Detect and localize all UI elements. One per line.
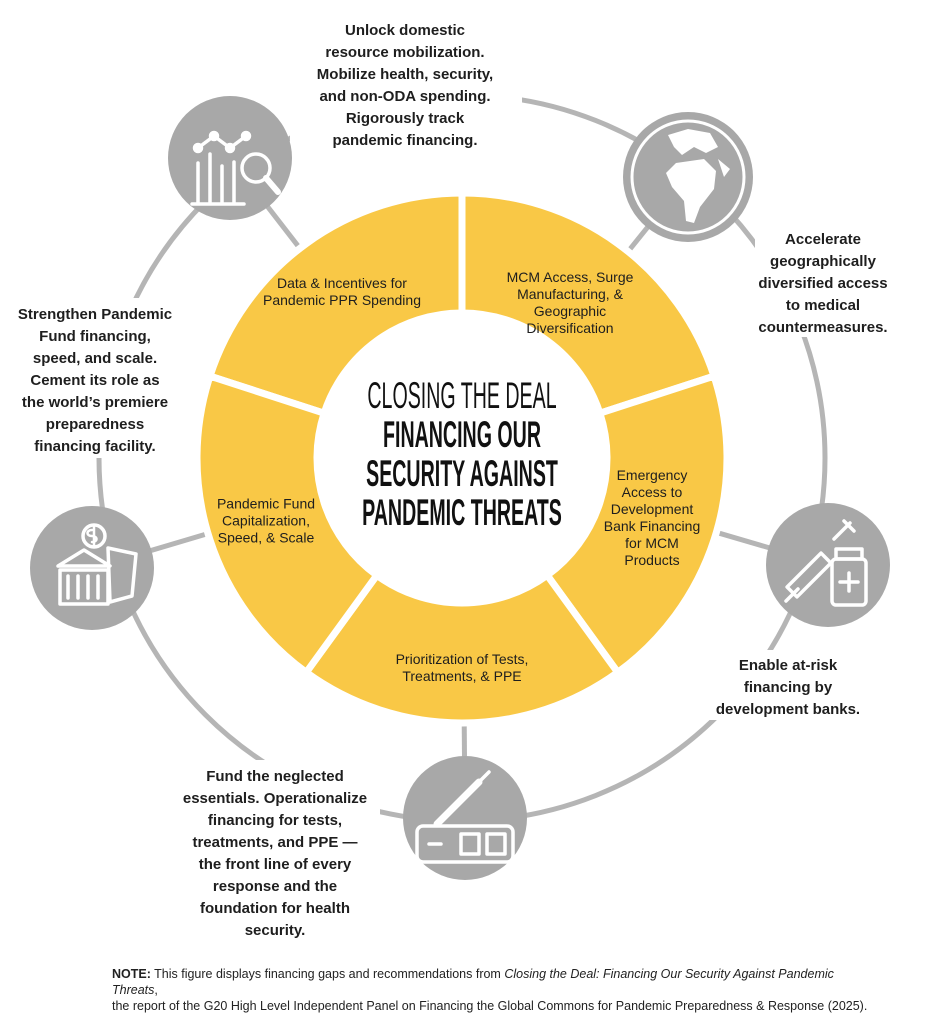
recommendation-line: Rigorously track	[345, 110, 465, 127]
note-label: NOTE:	[112, 967, 151, 981]
segment-mcm-access	[458, 189, 719, 418]
segment-prioritization	[301, 570, 623, 727]
segment-emergency-access	[542, 371, 731, 678]
segment-label-line: Capitalization, Speed, & Scale	[217, 512, 315, 546]
title-line-1: CLOSING THE DEAL	[367, 375, 557, 416]
segment-data-incentives	[205, 189, 466, 418]
segment-label-line: Data & Incentives for	[277, 275, 407, 291]
recommendation-top: Unlock domestic resource mobilization. Mob…	[317, 20, 493, 152]
segment-label-line: Development Bank Financing	[603, 501, 701, 534]
note-line-1: NOTE: This figure displays financing gap…	[112, 966, 872, 998]
segment-label-line: Diversification	[526, 320, 614, 336]
recommendation-line: Accelerate	[785, 231, 861, 248]
segment-label-line: Pandemic PPR Spending	[263, 292, 421, 308]
segment-label-pandemic-fund: Pandemic Fund Capitalization, Speed, & S…	[209, 496, 324, 547]
segment-label-line: MCM Access, Surge	[506, 269, 634, 285]
recommendation-line: Strengthen Pandemic	[17, 306, 173, 323]
recommendation-line: security.	[244, 922, 306, 939]
segment-pandemic-fund	[193, 371, 382, 678]
segment-label-prioritization: Prioritization of Tests, Treatments, & P…	[352, 651, 572, 685]
recommendation-line: Fund the neglected	[206, 768, 344, 785]
recommendation-line: treatments, and PPE —	[192, 834, 358, 851]
recommendation-bottom: Fund the neglected essentials. Operationa…	[183, 766, 367, 942]
recommendation-line: development banks.	[715, 701, 861, 718]
footnote: NOTE: This figure displays financing gap…	[112, 966, 872, 1014]
segment-label-emergency-access: Emergency Access to Development Bank Fin…	[596, 467, 708, 569]
recommendation-line: financing for tests,	[207, 812, 343, 829]
syringe-vial-icon	[766, 503, 890, 627]
recommendation-line: and non-ODA spending.	[319, 88, 491, 105]
segment-label-line: Prioritization of Tests,	[395, 651, 529, 667]
segment-label-line: Manufacturing, & Geographic	[517, 286, 623, 319]
recommendation-line: preparedness	[45, 416, 145, 433]
segment-label-mcm-access: MCM Access, Surge Manufacturing, & Geogr…	[495, 269, 645, 337]
segment-label-line: Pandemic Fund	[216, 495, 316, 512]
note-report-title: Closing the Deal: Financing Our Security…	[112, 967, 834, 997]
recommendation-line: Cement its role as	[30, 372, 160, 389]
recommendation-line: resource mobilization.	[325, 44, 485, 61]
note-text-1: This figure displays financing gaps and …	[150, 967, 505, 981]
note-text-2: ,	[154, 983, 158, 997]
center-title: CLOSING THE DEAL FINANCING OUR SECURITY …	[262, 376, 662, 532]
recommendation-line: countermeasures.	[758, 319, 888, 336]
recommendation-line: essentials. Operationalize	[182, 790, 368, 807]
yellow-segment-ring	[193, 189, 731, 727]
chart-magnifier-icon	[168, 96, 292, 220]
recommendation-right: Accelerate geographically diversified acce…	[758, 229, 887, 339]
recommendation-line: pandemic financing.	[332, 132, 478, 149]
recommendation-line: Enable at-risk	[738, 657, 838, 674]
recommendation-line: financing by	[743, 679, 833, 696]
recommendation-line: to medical	[785, 297, 861, 314]
recommendation-line: Unlock domestic	[344, 22, 466, 39]
test-strip-dropper-icon	[403, 756, 527, 880]
title-line-2: FINANCING OUR	[383, 414, 541, 455]
recommendation-line: response and the	[212, 878, 338, 895]
title-line-3: SECURITY AGAINST	[366, 453, 558, 494]
segment-label-data-incentives: Data & Incentives for Pandemic PPR Spend…	[252, 275, 432, 309]
recommendation-line: geographically	[770, 253, 876, 270]
recommendation-line: diversified access	[758, 275, 888, 292]
recommendation-line: Mobilize health, security,	[316, 66, 494, 83]
segment-label-line: Emergency Access to	[616, 467, 688, 500]
recommendation-line: foundation for health	[200, 900, 350, 917]
segment-label-line: Treatments, & PPE	[402, 668, 522, 684]
globe-icon	[623, 112, 753, 242]
recommendation-line: financing facility.	[34, 438, 156, 455]
recommendation-line: the front line of every	[198, 856, 352, 873]
recommendation-line: speed, and scale.	[32, 350, 158, 367]
recommendation-line: the world’s premiere	[21, 394, 169, 411]
title-line-4: PANDEMIC THREATS	[362, 492, 562, 533]
recommendation-line: Fund financing,	[39, 328, 151, 345]
bank-money-icon	[30, 506, 154, 630]
recommendation-lower-right: Enable at-risk financing by development ba…	[716, 655, 860, 721]
segment-label-line: for MCM Products	[624, 535, 680, 568]
note-line-2: the report of the G20 High Level Indepen…	[112, 999, 868, 1013]
